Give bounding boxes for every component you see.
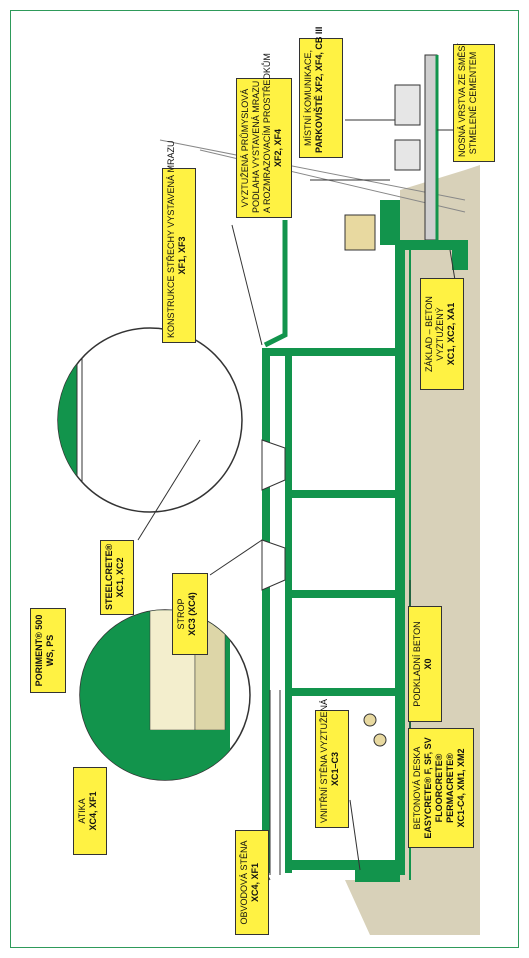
perimeter-wall-base [355, 870, 400, 882]
ceiling-line [285, 348, 292, 873]
label-line: VYZTUŽENÝ [435, 307, 445, 361]
label-konstrukce-strechy: KONSTRUKCE STŘECHY VYSTAVENÁ MRAZU XF1, … [162, 140, 196, 343]
label-line: STEELCRETE® [104, 543, 114, 610]
label-line: X0 [423, 658, 433, 670]
label-strop: STROP XC3 (XC4) [172, 573, 208, 655]
label-mistni-komunikace: MÍSTNÍ KOMUNIKACE, PARKOVIŠTĚ XF2, XF4, … [299, 26, 343, 158]
detail-circle-steelcrete [57, 327, 243, 513]
diagram-frame [10, 10, 519, 948]
label-line: XF1, XF3 [177, 236, 187, 275]
label-line: XF2, XF4 [273, 129, 283, 168]
label-line: XC1-C4, XM1, XM2 [456, 748, 466, 828]
label-line: PERMACRETE® [445, 753, 455, 823]
label-line: STMELENÉ CEMENTEM [468, 51, 478, 155]
label-line: PARKOVIŠTĚ XF2, XF4, CB III [314, 26, 324, 153]
label-zaklad-beton: ZÁKLAD – BETON VYZTUŽENÝ XC1, XC2, XA1 [420, 278, 464, 390]
label-line: XC4, XF1 [88, 791, 98, 831]
road-base-layer [424, 54, 438, 241]
label-line: EASYCRETE® F, SF, SV [423, 737, 433, 839]
label-line: XC4, XF1 [250, 863, 260, 903]
label-line: PORIMENT® 500 [34, 614, 44, 687]
forklift-icon [344, 214, 376, 251]
label-line: XC1, XC2 [115, 557, 125, 598]
label-line: FLOORCRETE® [434, 753, 444, 823]
label-line: MÍSTNÍ KOMUNIKACE, [303, 50, 313, 147]
label-poriment: PORIMENT® 500 WS, PS [30, 608, 66, 693]
floor-slab [395, 240, 405, 875]
label-line: PODKLADNÍ BETON [412, 621, 422, 707]
roof-edge [263, 220, 288, 348]
label-obvodova-stena: OBVODOVÁ STĚNA XC4, XF1 [235, 830, 269, 935]
label-line: BETONOVÁ DESKA [412, 746, 422, 830]
leader-line [209, 539, 263, 576]
leader-line [137, 439, 201, 541]
leader-line [349, 799, 361, 871]
interior-wall [285, 590, 397, 598]
truck-icon [394, 84, 421, 126]
road-line [159, 139, 466, 201]
leader-line [449, 249, 456, 281]
skylight [261, 539, 286, 591]
interior-wall [285, 688, 397, 696]
interior-wall [285, 860, 397, 870]
label-line: XC1, XC2, XA1 [446, 302, 456, 366]
label-line: ZÁKLAD – BETON [424, 296, 434, 372]
label-line: WS, PS [45, 634, 55, 667]
label-line: XC1–C3 [330, 751, 340, 787]
label-line: NOSNÁ VRSTVA ZE SMĚSÍ [457, 43, 467, 157]
label-nosna-vrstva: NOSNÁ VRSTVA ZE SMĚSÍ STMELENÉ CEMENTEM [453, 43, 495, 162]
label-line: STROP [176, 598, 186, 630]
label-line: ATIKA [77, 798, 87, 824]
upper-floor-slab [380, 200, 400, 245]
label-steelcrete: STEELCRETE® XC1, XC2 [100, 540, 134, 615]
person-icon [363, 713, 377, 727]
label-line: PODLAHA VYSTAVENÁ MRAZU [251, 80, 261, 213]
foundation-base [400, 240, 455, 250]
skylight [261, 439, 286, 491]
foundation-footing [452, 240, 468, 270]
leader-line [231, 224, 263, 346]
label-podkladni-beton: PODKLADNÍ BETON X0 [408, 606, 442, 722]
steelcrete-slab [58, 328, 77, 512]
truck-cab-icon [394, 139, 421, 171]
label-betonova-deska: BETONOVÁ DESKA EASYCRETE® F, SF, SV FLOO… [408, 728, 474, 848]
roof-slab [262, 348, 270, 873]
label-line: XC3 (XC4) [187, 592, 197, 636]
label-atika: ATIKA XC4, XF1 [73, 767, 107, 855]
person-icon [373, 733, 387, 747]
label-line: VYZTUŽENÁ PRŮMYSLOVÁ [240, 88, 250, 208]
label-line: VNITŘNÍ STĚNA VYZTUŽENÁ [319, 698, 329, 823]
wall-top-cap [262, 348, 397, 356]
label-line: OBVODOVÁ STĚNA [239, 840, 249, 925]
label-vnitrni-stena: VNITŘNÍ STĚNA VYZTUŽENÁ XC1–C3 [315, 698, 349, 828]
interior-wall [285, 490, 397, 498]
label-vyztuzena-podlaha: VYZTUŽENÁ PRŮMYSLOVÁ PODLAHA VYSTAVENÁ M… [236, 53, 292, 218]
label-line: KONSTRUKCE STŘECHY VYSTAVENÁ MRAZU [166, 140, 176, 338]
label-line: A ROZMRAZOVACÍM PROSTŘEDKŮM [262, 53, 272, 213]
